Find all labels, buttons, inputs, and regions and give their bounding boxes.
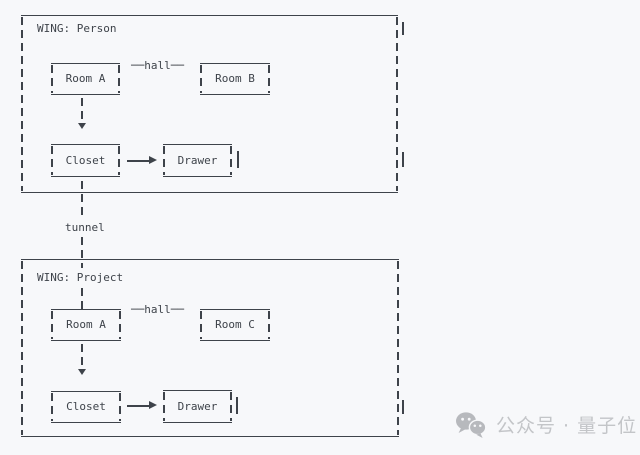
tunnel-line-bottom — [81, 288, 83, 310]
tunnel-line-middle — [81, 237, 83, 268]
wing-person-title: WING: Person — [37, 22, 117, 35]
pipe-mark — [402, 152, 404, 167]
closet-to-drawer-line-person — [127, 160, 149, 162]
pipe-mark — [402, 400, 404, 414]
pipe-mark — [237, 151, 239, 168]
wechat-icon — [454, 410, 488, 439]
drawer-label-person: Drawer — [177, 153, 218, 167]
drawer-box-person: Drawer — [163, 144, 232, 177]
room-c-label-project: Room C — [215, 318, 255, 331]
wing-project-box — [21, 259, 399, 437]
arrow-down-icon — [78, 123, 86, 129]
arrow-down-icon — [78, 369, 86, 375]
arrow-right-icon — [149, 156, 157, 164]
room-c-box-project: Room C — [200, 309, 270, 341]
room-a-to-closet-line-person — [81, 98, 83, 122]
closet-box-project: Closet — [51, 391, 121, 423]
closet-box-person: Closet — [51, 144, 120, 177]
wing-person-box — [21, 15, 398, 193]
arrow-right-icon — [149, 401, 157, 409]
drawer-box-project: Drawer — [163, 390, 232, 423]
watermark-text: 公众号 · 量子位 — [496, 414, 638, 437]
wing-project-title: WING: Project — [37, 271, 124, 284]
tunnel-label: tunnel — [65, 221, 105, 234]
tunnel-line-top — [81, 181, 83, 218]
room-a-label-project: Room A — [66, 318, 106, 331]
closet-label-person: Closet — [65, 153, 106, 167]
drawer-label-project: Drawer — [177, 399, 218, 413]
room-a-to-closet-line-project — [81, 344, 83, 368]
hall-label-project: ──hall── — [131, 303, 184, 316]
pipe-mark — [236, 397, 238, 414]
hall-label-person: ──hall── — [131, 59, 184, 72]
room-b-label-person: Room B — [215, 72, 255, 85]
pipe-mark — [402, 22, 404, 35]
closet-label-project: Closet — [66, 400, 106, 413]
watermark: 公众号 · 量子位 — [454, 408, 637, 440]
room-a-label-person: Room A — [65, 72, 106, 85]
room-a-box-person: Room A — [51, 63, 120, 95]
closet-to-drawer-line-project — [127, 405, 149, 407]
room-a-box-project: Room A — [51, 309, 121, 341]
room-b-box-person: Room B — [200, 63, 270, 95]
